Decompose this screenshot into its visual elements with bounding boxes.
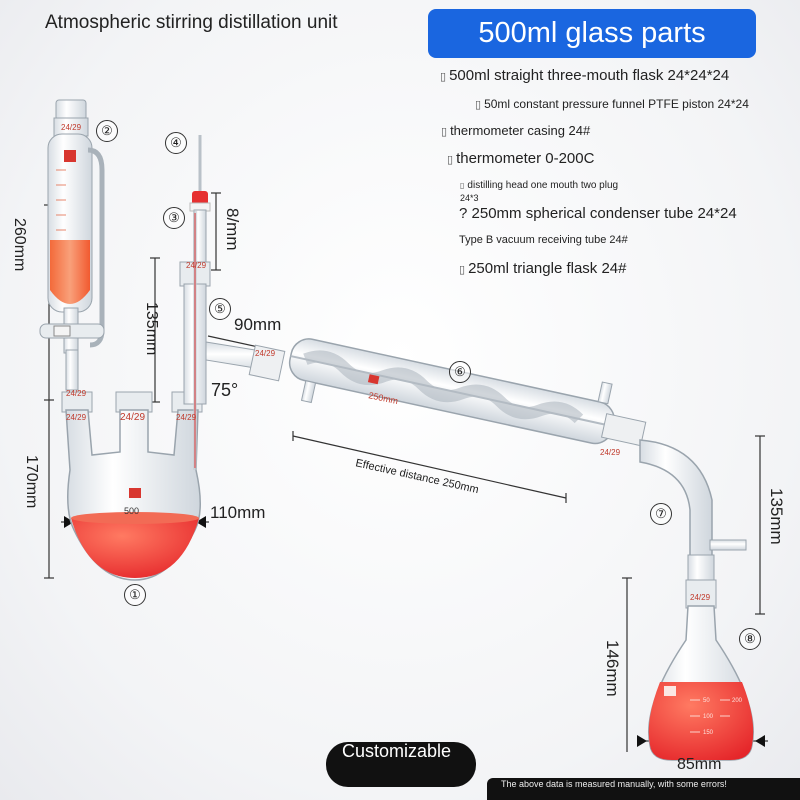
- spec-marker-icon: ▯: [475, 98, 482, 111]
- spec-item-triangle-flask: ▯250ml triangle flask 24#: [459, 260, 627, 277]
- part-number-1: ①: [124, 584, 146, 606]
- spec-marker-icon: ▯: [440, 70, 447, 83]
- spec-item-condenser: ? 250mm spherical condenser tube 24*24: [459, 205, 737, 222]
- measurement-disclaimer: The above data is measured manually, wit…: [487, 778, 800, 800]
- joint-label: 24/29: [600, 448, 621, 457]
- spec-marker-icon: ▯: [459, 263, 466, 276]
- scale-label: 100: [703, 714, 714, 720]
- part-number-4: ④: [165, 132, 187, 154]
- spec-item-receiving-tube: Type B vacuum receiving tube 24#: [459, 234, 628, 246]
- dim-thermometer-length: 8/mm: [223, 208, 242, 251]
- spec-item-distilling-head-size: 24*3: [460, 193, 479, 203]
- spec-marker-icon: ▯: [447, 153, 454, 166]
- dim-triangle-width: 85mm: [677, 756, 722, 773]
- capacity-badge: 500ml glass parts: [428, 9, 756, 58]
- spec-item-distilling-head: ▯distilling head one mouth two plug: [460, 180, 619, 191]
- joint-label: 24/29: [66, 389, 87, 398]
- part-number-2: ②: [96, 120, 118, 142]
- customizable-button[interactable]: Customizable: [326, 742, 476, 787]
- spec-marker-icon: ▯: [460, 181, 465, 190]
- dim-funnel-height: 260mm: [11, 218, 28, 272]
- spec-item-thermometer: ▯thermometer 0-200C: [447, 150, 595, 167]
- joint-label: 24/29: [61, 123, 82, 132]
- dim-flask-width: 110mm: [210, 503, 266, 522]
- triangle-flask: [648, 579, 754, 761]
- three-neck-flask: [61, 391, 203, 581]
- spec-item-funnel: ▯50ml constant pressure funnel PTFE pist…: [475, 97, 749, 111]
- part-number-7: ⑦: [650, 503, 672, 525]
- scale-label: 150: [703, 730, 714, 736]
- spec-marker-icon: ▯: [441, 125, 448, 138]
- dim-casing-height: 135mm: [143, 302, 160, 356]
- joint-label: 24/29: [255, 349, 276, 358]
- scale-label: 50: [703, 698, 710, 704]
- part-number-6: ⑥: [449, 361, 471, 383]
- dim-side-arm: 90mm: [234, 315, 282, 334]
- dim-triangle-height: 146mm: [603, 640, 622, 697]
- dimension-lines: [44, 192, 768, 752]
- dim-receiver-height: 135mm: [767, 488, 786, 545]
- effective-distance-label: Effective distance 250mm: [354, 457, 479, 496]
- joint-label: 24/29: [176, 413, 197, 422]
- joint-label: 24/29: [66, 413, 87, 422]
- customizable-button-label: Customizable: [342, 741, 452, 761]
- dim-flask-height: 170mm: [23, 455, 40, 509]
- part-number-8: ⑧: [739, 628, 761, 650]
- joint-label: 24/29: [186, 261, 207, 270]
- scale-label: 200: [732, 698, 743, 704]
- constant-pressure-funnel: [39, 99, 105, 391]
- page-title: Atmospheric stirring distillation unit: [45, 12, 338, 33]
- spec-item-flask: ▯500ml straight three-mouth flask 24*24*…: [440, 67, 730, 84]
- thermometer-assembly: [179, 135, 286, 470]
- part-number-5: ⑤: [209, 298, 231, 320]
- spec-item-casing: ▯thermometer casing 24#: [441, 123, 591, 138]
- joint-label: 24/29: [690, 593, 711, 602]
- spherical-condenser: [288, 338, 647, 447]
- part-number-3: ③: [163, 207, 185, 229]
- joint-label: 24/29: [120, 412, 145, 423]
- flask-volume-label: 500: [124, 506, 139, 516]
- dim-angle: 75°: [211, 380, 239, 400]
